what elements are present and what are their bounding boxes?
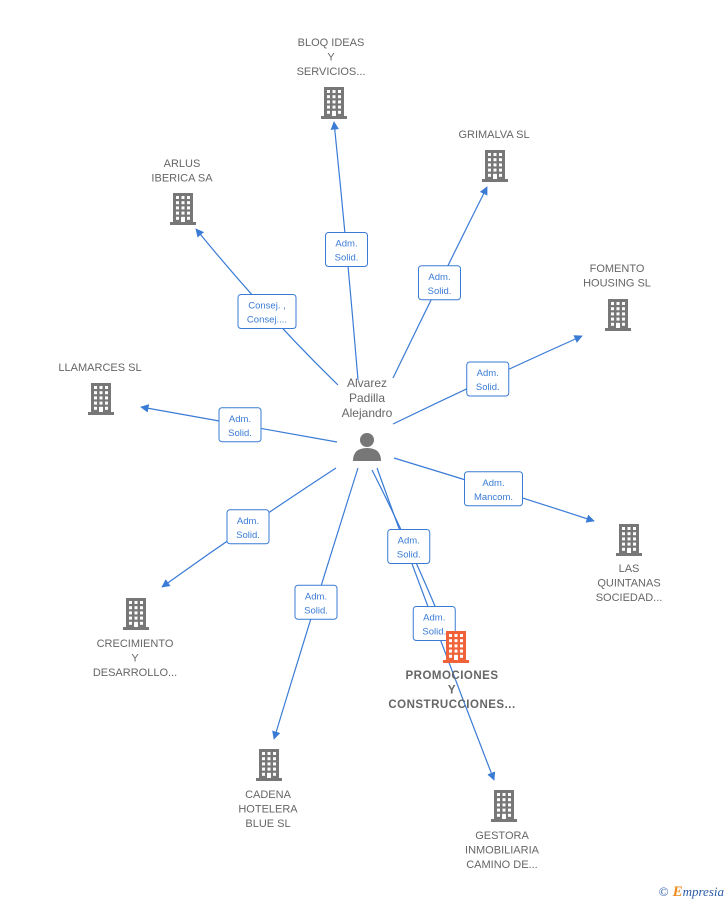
company-label-bloq[interactable]: BLOQ IDEAS Y SERVICIOS...: [297, 37, 366, 78]
relation-text: Adm.: [335, 239, 357, 250]
brand-initial: E: [672, 884, 683, 900]
company-name-line: CAMINO DE...: [466, 859, 538, 871]
company-name-line: QUINTANAS: [597, 578, 660, 590]
company-name-line: LLAMARCES SL: [58, 362, 141, 374]
building-icon[interactable]: [170, 193, 196, 225]
relation-text: Adm.: [229, 414, 251, 425]
relation-text: Adm.: [482, 478, 504, 489]
relation-text: Solid.: [228, 428, 252, 439]
company-label-llamarces[interactable]: LLAMARCES SL: [58, 362, 141, 374]
person-name-line: Padilla: [349, 391, 385, 405]
company-name-line: PROMOCIONES: [405, 670, 498, 682]
building-icon[interactable]: [88, 383, 114, 415]
building-icon[interactable]: [605, 299, 631, 331]
relation-text: Solid.: [304, 605, 328, 616]
company-name-line: HOTELERA: [238, 804, 298, 816]
company-label-promociones[interactable]: PROMOCIONES Y CONSTRUCCIONES...: [388, 670, 515, 711]
brand-name: mpresia: [682, 884, 724, 899]
building-icon[interactable]: [482, 150, 508, 182]
relation-text: Solid.: [422, 627, 446, 638]
relation-text: Solid.: [397, 550, 421, 561]
building-icon[interactable]: [256, 749, 282, 781]
building-icon[interactable]: [616, 524, 642, 556]
company-label-grimalva[interactable]: GRIMALVA SL: [458, 129, 529, 141]
building-icon[interactable]: [123, 598, 149, 630]
building-icon[interactable]: [321, 87, 347, 119]
relation-label-grimalva[interactable]: Adm. Solid.: [418, 265, 461, 301]
empresia-watermark: ©Empresia: [659, 884, 724, 901]
relation-label-arlus[interactable]: Consej. , Consej....: [237, 294, 297, 329]
person-icon: [353, 433, 381, 461]
company-name-line: LAS: [619, 563, 640, 575]
relation-label-crecimiento[interactable]: Adm. Solid.: [226, 509, 270, 545]
relation-label-cadena[interactable]: Adm. Solid.: [294, 584, 338, 620]
relation-text: Mancom.: [474, 492, 513, 503]
company-name-line: GRIMALVA SL: [458, 129, 529, 141]
relation-text: Adm.: [477, 368, 499, 379]
company-name-line: ARLUS: [164, 158, 201, 170]
relation-text: Solid.: [476, 382, 500, 393]
company-name-line: INMOBILIARIA: [465, 845, 540, 857]
person-name-line: Alvarez: [347, 376, 387, 390]
relation-text: Solid.: [428, 286, 452, 297]
company-name-line: CADENA: [245, 789, 292, 801]
building-icon[interactable]: [443, 631, 469, 663]
building-icon[interactable]: [491, 790, 517, 822]
company-name-line: SERVICIOS...: [297, 66, 366, 78]
company-name-line: DESARROLLO...: [93, 667, 177, 679]
company-name-line: Y: [327, 52, 335, 64]
relation-label-bloq[interactable]: Adm. Solid.: [325, 232, 368, 267]
company-label-crecimiento[interactable]: CRECIMIENTO Y DESARROLLO...: [93, 638, 177, 679]
relation-label-llamarces[interactable]: Adm. Solid.: [218, 407, 262, 443]
company-name-line: SOCIEDAD...: [596, 592, 663, 604]
relation-text: Consej....: [247, 315, 287, 326]
relation-label-fomento[interactable]: Adm. Solid.: [466, 361, 510, 397]
relation-label-gestora[interactable]: Adm. Solid.: [412, 606, 456, 641]
company-label-cadena[interactable]: CADENA HOTELERA BLUE SL: [238, 789, 298, 830]
relation-text: Adm.: [305, 591, 327, 602]
relation-text: Consej. ,: [248, 301, 286, 312]
company-name-line: HOUSING SL: [583, 278, 651, 290]
relation-text: Adm.: [237, 516, 259, 527]
relation-text: Solid.: [335, 253, 359, 264]
company-name-line: Y: [448, 685, 456, 697]
company-label-fomento[interactable]: FOMENTO HOUSING SL: [583, 263, 651, 290]
relation-label-quintanas[interactable]: Adm. Mancom.: [464, 471, 523, 507]
company-label-arlus[interactable]: ARLUS IBERICA SA: [151, 158, 213, 185]
relation-text: Adm.: [398, 536, 420, 547]
relation-text: Adm.: [428, 272, 450, 283]
company-name-line: CRECIMIENTO: [97, 638, 174, 650]
relation-label-promociones[interactable]: Adm. Solid.: [387, 529, 431, 564]
company-name-line: Y: [131, 653, 139, 665]
relation-text: Adm.: [423, 613, 445, 624]
company-name-line: CONSTRUCCIONES...: [388, 699, 515, 711]
person-name-line: Alejandro: [342, 406, 393, 420]
copyright-symbol: ©: [658, 884, 669, 899]
company-label-quintanas[interactable]: LAS QUINTANAS SOCIEDAD...: [596, 563, 663, 604]
company-label-gestora[interactable]: GESTORA INMOBILIARIA CAMINO DE...: [465, 830, 540, 871]
company-name-line: GESTORA: [475, 830, 529, 842]
company-name-line: IBERICA SA: [151, 173, 213, 185]
company-name-line: BLOQ IDEAS: [298, 37, 365, 49]
relation-text: Solid.: [236, 530, 260, 541]
company-name-line: BLUE SL: [245, 818, 290, 830]
company-name-line: FOMENTO: [590, 263, 645, 275]
